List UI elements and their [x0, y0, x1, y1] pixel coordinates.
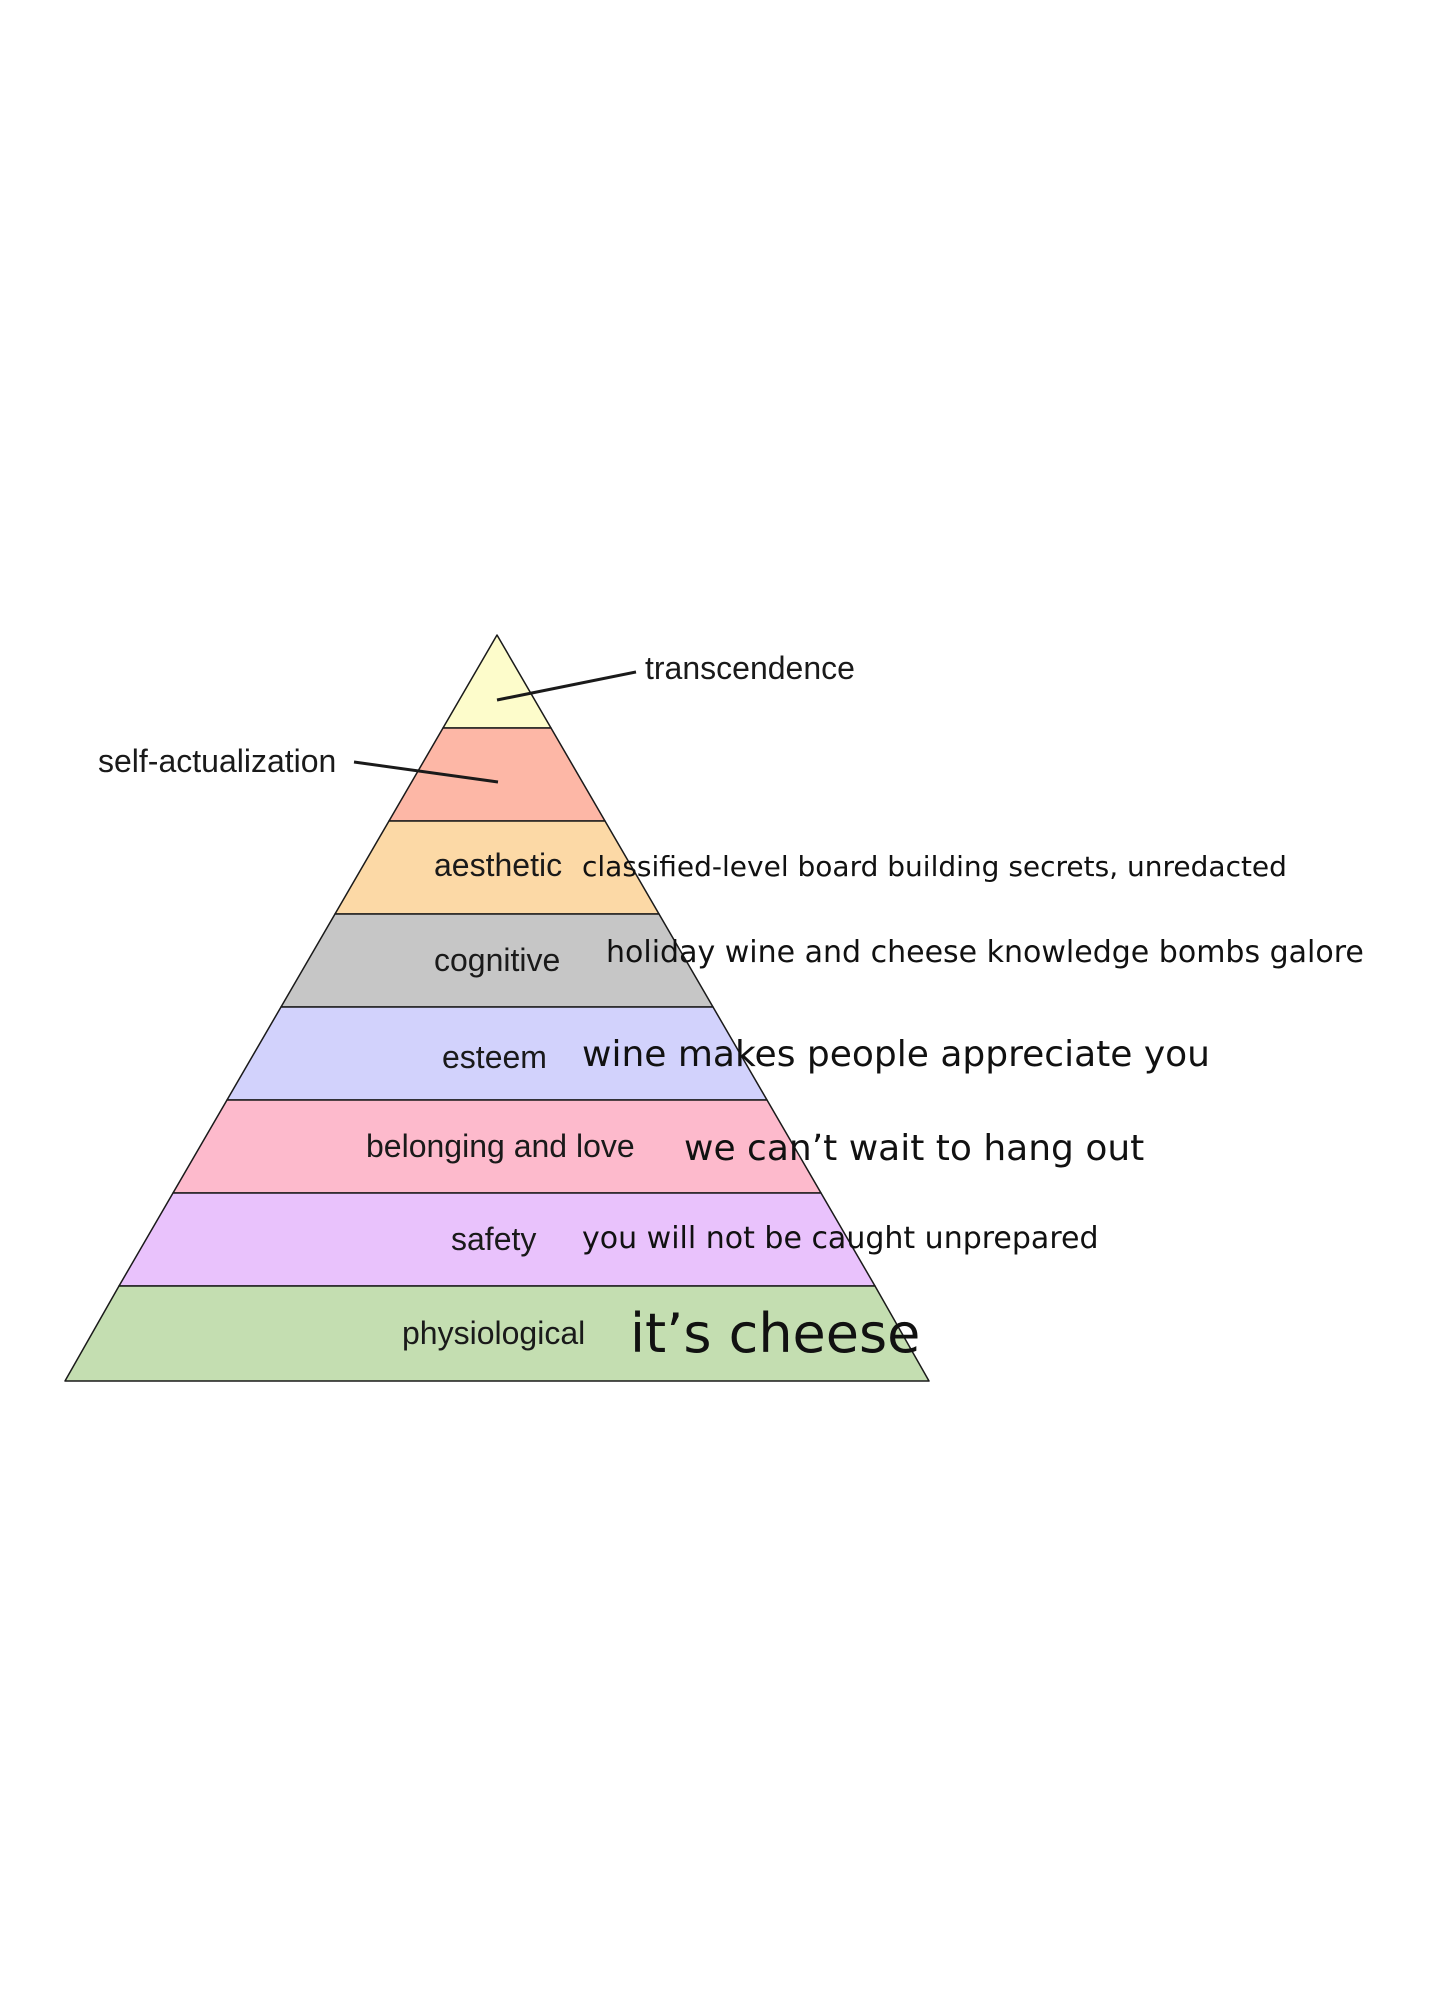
cognitive-annotation: holiday wine and cheese knowledge bombs …	[606, 935, 1364, 970]
esteem-annotation: wine makes people appreciate you	[582, 1034, 1210, 1075]
physiological-annotation: it’s cheese	[630, 1302, 920, 1365]
transcendence-leader-line	[496, 670, 637, 702]
transcendence-label: transcendence	[645, 650, 855, 686]
physiological-label: physiological	[402, 1315, 585, 1351]
belonging-annotation: we can’t wait to hang out	[684, 1128, 1144, 1169]
self-actualization-leader-line	[353, 760, 499, 784]
tier-self-actualization	[388, 727, 606, 822]
belonging-and-love-label: belonging and love	[366, 1128, 635, 1164]
cognitive-label: cognitive	[434, 942, 560, 978]
tier-physiological	[64, 1285, 930, 1382]
safety-label: safety	[451, 1221, 536, 1257]
safety-annotation: you will not be caught unprepared	[582, 1221, 1099, 1256]
esteem-label: esteem	[442, 1039, 547, 1075]
aesthetic-annotation: classified-level board building secrets,…	[582, 850, 1287, 883]
tier-transcendence	[442, 634, 552, 729]
self-actualization-label: self-actualization	[98, 743, 336, 779]
aesthetic-label: aesthetic	[434, 847, 562, 883]
